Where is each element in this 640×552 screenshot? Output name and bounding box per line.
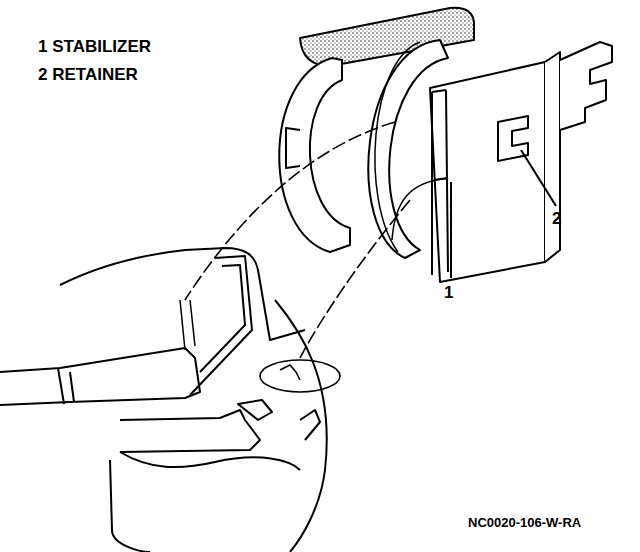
ring-edge [375, 42, 420, 252]
stabilizer-body [430, 62, 545, 282]
lower-bracket [120, 410, 260, 452]
legend-entry: 1 STABILIZER [38, 38, 151, 57]
door-contour [275, 300, 327, 552]
figure-code: NC0020-106-W-RA [468, 516, 581, 530]
legend-entry: 2 RETAINER [38, 66, 138, 85]
c-clip [279, 58, 350, 252]
part-detail [279, 8, 612, 282]
window-frame-inner [200, 265, 245, 372]
detail-ellipse [260, 360, 340, 392]
clip-notch [286, 128, 300, 168]
pillar-lines [180, 300, 195, 350]
door-contour [110, 460, 150, 552]
mounting-tabs [560, 42, 612, 130]
inner-web [392, 178, 448, 240]
detail-line [185, 122, 395, 300]
detail-line [300, 200, 410, 358]
door-contour [120, 452, 300, 470]
vehicle-view [0, 248, 340, 552]
leader-line [521, 150, 556, 206]
body-side [545, 52, 560, 262]
trim-joint [58, 368, 74, 404]
window-frame [190, 256, 252, 395]
stabilizer-mounted [238, 400, 272, 420]
detail-cone [185, 122, 410, 358]
clip-small [280, 365, 300, 380]
bracket-end [300, 410, 320, 440]
leader-line [450, 182, 452, 278]
trim-bar [0, 348, 200, 405]
callout-number: 1 [444, 284, 453, 303]
callout-number: 2 [552, 210, 561, 229]
leader-lines [451, 150, 556, 278]
window-bars [432, 90, 448, 275]
